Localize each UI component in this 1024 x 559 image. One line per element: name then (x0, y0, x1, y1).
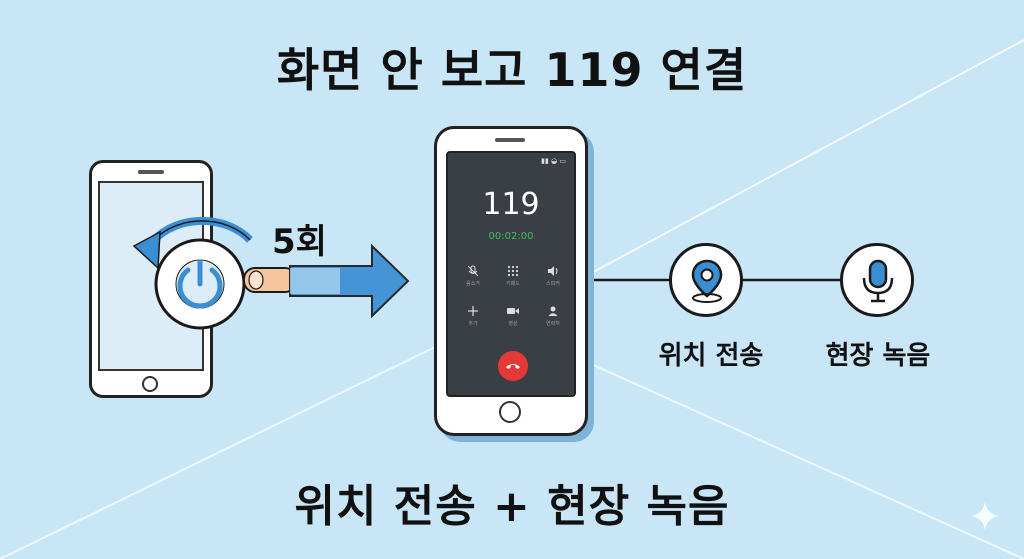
phone-speaker (138, 170, 164, 174)
speaker-button[interactable]: 스피커 (536, 265, 570, 287)
recording-feature-circle (840, 243, 914, 317)
call-screen: ▮▮ ◒ ▭ 119 00:02:00 음소거 키패드 (446, 151, 576, 397)
contacts-icon (548, 306, 558, 316)
arrow-right-icon (289, 243, 410, 319)
press-count-label: 5회 (272, 222, 327, 262)
call-number: 119 (482, 187, 540, 222)
home-button (142, 376, 158, 392)
status-bar-icons: ▮▮ ◒ ▭ (541, 157, 566, 165)
location-feature-circle (669, 243, 743, 317)
location-pin-icon (691, 259, 723, 303)
add-call-button[interactable]: 추가 (456, 305, 490, 327)
microphone-icon (862, 259, 894, 303)
end-call-button[interactable] (498, 351, 528, 381)
mute-icon (467, 265, 479, 277)
call-phone: ▮▮ ◒ ▭ 119 00:02:00 음소거 키패드 (434, 126, 588, 436)
phone-speaker (495, 138, 525, 142)
keypad-icon (507, 265, 519, 277)
home-button (499, 401, 521, 423)
contacts-button[interactable]: 연락처 (536, 305, 570, 327)
left-phone (89, 160, 213, 398)
video-icon (507, 308, 519, 314)
video-button[interactable]: 영상 (496, 305, 530, 327)
end-call-icon (506, 364, 520, 369)
call-timer: 00:02:00 (488, 231, 534, 242)
subtitle: 위치 전송 + 현장 녹음 (294, 481, 730, 532)
add-call-icon (468, 306, 478, 316)
page-title: 화면 안 보고 119 연결 (276, 43, 748, 97)
recording-feature-label: 현장 녹음 (825, 341, 931, 371)
mute-button[interactable]: 음소거 (456, 265, 490, 287)
speaker-icon (548, 266, 558, 276)
keypad-button[interactable]: 키패드 (496, 265, 530, 287)
finger-icon (243, 267, 297, 293)
location-feature-label: 위치 전송 (658, 341, 764, 371)
